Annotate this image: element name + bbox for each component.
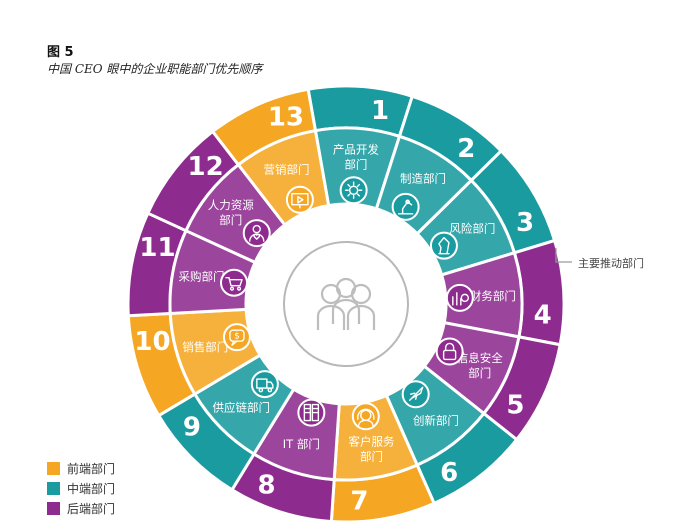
- rank-number: 1: [371, 96, 389, 126]
- legend-label: 前端部门: [67, 461, 116, 476]
- figure-title: 图 5: [47, 45, 74, 60]
- people-group-icon: [316, 277, 376, 330]
- legend-label: 后端部门: [67, 501, 116, 516]
- department-label: 信息安全: [457, 351, 503, 365]
- rank-number: 7: [350, 487, 368, 517]
- department-label: 采购部门: [178, 270, 224, 284]
- department-label: 创新部门: [413, 413, 459, 427]
- gear-icon: [339, 176, 368, 205]
- rank-number: 9: [183, 413, 201, 443]
- rank-number: 3: [516, 208, 534, 238]
- legend-item-back: 后端部门: [47, 498, 115, 518]
- department-label: 供应链部门: [213, 400, 271, 414]
- rank-number: 12: [188, 152, 224, 182]
- department-label: 制造部门: [400, 172, 446, 186]
- dollar-bubble-icon: $: [222, 323, 251, 352]
- department-label: 产品开发: [333, 143, 379, 157]
- server-icon: [297, 398, 326, 427]
- rocket-icon: [401, 380, 430, 409]
- legend-swatch-front: [47, 461, 60, 475]
- rank-number: 6: [440, 458, 458, 488]
- department-label: IT 部门: [283, 437, 320, 451]
- department-label: 财务部门: [470, 289, 516, 303]
- department-label: 人力资源: [208, 198, 254, 212]
- department-label: 营销部门: [264, 162, 310, 176]
- department-label: 部门: [344, 158, 367, 172]
- legend: 前端部门 中端部门 后端部门: [47, 458, 115, 518]
- legend-swatch-back: [47, 501, 60, 515]
- cart-icon: [220, 268, 249, 297]
- headset-icon: [351, 402, 380, 431]
- legend-item-middle: 中端部门: [47, 478, 115, 498]
- rank-number: 2: [457, 134, 475, 164]
- truck-icon: [250, 370, 279, 399]
- department-label: 风险部门: [449, 222, 495, 236]
- core-departments-label: 主要推动部门: [578, 257, 644, 270]
- rank-number: 8: [258, 470, 276, 500]
- rank-number: 5: [506, 391, 524, 421]
- core-bracket: [555, 248, 572, 263]
- finance-chart-icon: [445, 283, 474, 312]
- lock-icon: [435, 337, 464, 366]
- person-heart-icon: [242, 219, 271, 248]
- department-label: 部门: [360, 449, 383, 463]
- rank-number: 13: [268, 102, 304, 132]
- robot-arm-icon: [391, 192, 420, 221]
- legend-label: 中端部门: [67, 481, 116, 496]
- department-label: 部门: [219, 213, 242, 227]
- rank-number: 4: [534, 300, 552, 330]
- legend-swatch-middle: [47, 481, 60, 495]
- rank-number: 10: [134, 327, 170, 357]
- rank-number: 11: [139, 233, 175, 263]
- chess-knight-icon: [429, 231, 458, 260]
- presentation-icon: [285, 185, 314, 214]
- center-hub: [248, 206, 444, 402]
- department-label: 销售部门: [182, 340, 228, 354]
- department-label: 部门: [468, 366, 491, 380]
- svg-text:$: $: [234, 332, 240, 342]
- department-label: 客户服务: [349, 434, 395, 448]
- figure-subtitle: 中国 CEO 眼中的企业职能部门优先顺序: [47, 62, 263, 76]
- legend-item-front: 前端部门: [47, 458, 115, 478]
